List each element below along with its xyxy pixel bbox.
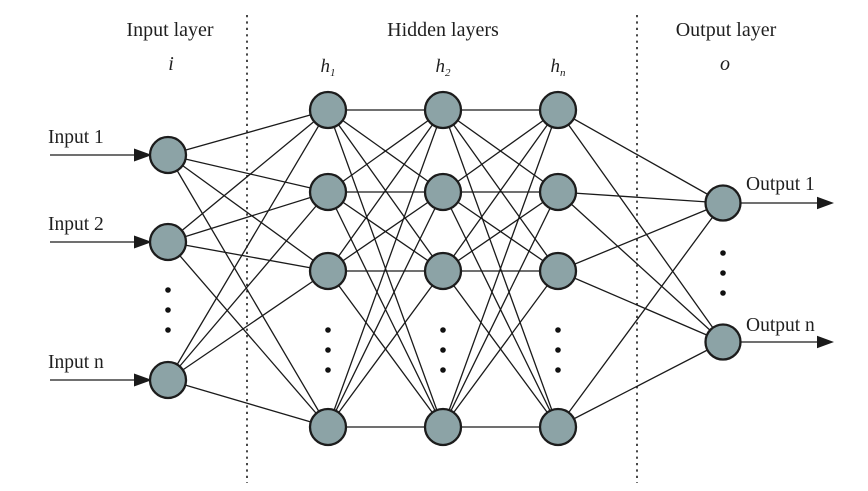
edge (167, 154, 329, 193)
edge (167, 109, 329, 243)
edge (442, 109, 559, 193)
edge (167, 109, 329, 156)
edge (557, 341, 724, 428)
output-ellipsis-dot (720, 270, 726, 276)
output-node-1 (704, 184, 742, 222)
hidden-ellipsis-dot-c1 (325, 347, 331, 353)
hidden-column-base: h (320, 56, 331, 77)
hidden-ellipsis-dot-c3 (555, 327, 561, 333)
edge (327, 191, 444, 428)
output-layer-title: Output layer (675, 19, 777, 41)
hidden-node-c3-r1 (538, 90, 578, 130)
input-arrow-head-1 (134, 148, 152, 162)
edge (167, 241, 329, 428)
output-arrow-head-1 (817, 196, 834, 210)
hidden-column-subscript: 2 (445, 67, 451, 79)
hidden-column-subscript: 1 (330, 67, 336, 79)
edge (167, 379, 329, 428)
edge (327, 270, 444, 428)
edge (557, 109, 724, 343)
input-label-2: Input 2 (48, 214, 104, 235)
input-layer-symbol: i (168, 53, 174, 75)
output-label-n: Output n (746, 315, 815, 336)
edge (167, 241, 329, 272)
hidden-ellipsis-dot-c2 (440, 327, 446, 333)
edge (167, 191, 329, 381)
hidden-column-base: h (550, 56, 561, 77)
input-ellipsis-dot (165, 287, 171, 293)
edge (442, 270, 559, 428)
output-ellipsis-dot (720, 290, 726, 296)
edge (327, 109, 444, 193)
edge (557, 270, 724, 343)
hidden-node-c2-r2 (423, 172, 463, 212)
output-arrow-head-2 (817, 335, 834, 349)
edge (167, 191, 329, 243)
hidden-node-c3-r3 (538, 251, 578, 291)
edge (167, 154, 329, 428)
hidden-ellipsis-dot-c2 (440, 347, 446, 353)
hidden-node-c2-r3 (423, 251, 463, 291)
hidden-column-label-h2: h2 (436, 56, 451, 84)
edge (327, 109, 444, 428)
hidden-layers-title: Hidden layers (387, 19, 499, 41)
hidden-ellipsis-dot-c3 (555, 367, 561, 373)
edge (327, 191, 444, 272)
input-label-n: Input n (48, 352, 104, 373)
hidden-ellipsis-dot-c3 (555, 347, 561, 353)
hidden-node-c1-r2 (308, 172, 348, 212)
hidden-node-c3-r4 (538, 407, 578, 447)
hidden-node-c1-r4 (308, 407, 348, 447)
edge (442, 191, 559, 428)
hidden-node-c3-r2 (538, 172, 578, 212)
edge (327, 109, 444, 272)
edge (557, 109, 724, 204)
hidden-ellipsis-dot-c1 (325, 367, 331, 373)
input-node-2 (148, 222, 188, 262)
hidden-column-subscript: n (560, 67, 566, 79)
input-arrow-head-2 (134, 235, 152, 249)
hidden-node-c2-r4 (423, 407, 463, 447)
input-node-3 (148, 360, 188, 400)
output-label-1: Output 1 (746, 174, 815, 195)
hidden-node-c1-r1 (308, 90, 348, 130)
input-label-1: Input 1 (48, 127, 104, 148)
edge (557, 202, 724, 428)
hidden-column-label-hn: hn (551, 56, 566, 84)
hidden-node-c1-r3 (308, 251, 348, 291)
output-layer-symbol: o (720, 53, 730, 75)
hidden-node-c2-r1 (423, 90, 463, 130)
edge (442, 109, 559, 428)
input-layer-title: Input layer (126, 19, 214, 41)
edge (167, 270, 329, 381)
input-ellipsis-dot (165, 307, 171, 313)
input-ellipsis-dot (165, 327, 171, 333)
edge (442, 191, 559, 272)
edge (557, 202, 724, 272)
hidden-ellipsis-dot-c1 (325, 327, 331, 333)
edge (557, 191, 724, 204)
hidden-column-base: h (435, 56, 446, 77)
hidden-column-label-h1: h1 (321, 56, 336, 84)
edge (557, 191, 724, 343)
output-node-2 (704, 323, 742, 361)
edge (442, 109, 559, 272)
edge (167, 154, 329, 272)
input-arrow-head-3 (134, 373, 152, 387)
input-node-1 (148, 135, 188, 175)
edge (167, 109, 329, 381)
output-ellipsis-dot (720, 250, 726, 256)
hidden-ellipsis-dot-c2 (440, 367, 446, 373)
